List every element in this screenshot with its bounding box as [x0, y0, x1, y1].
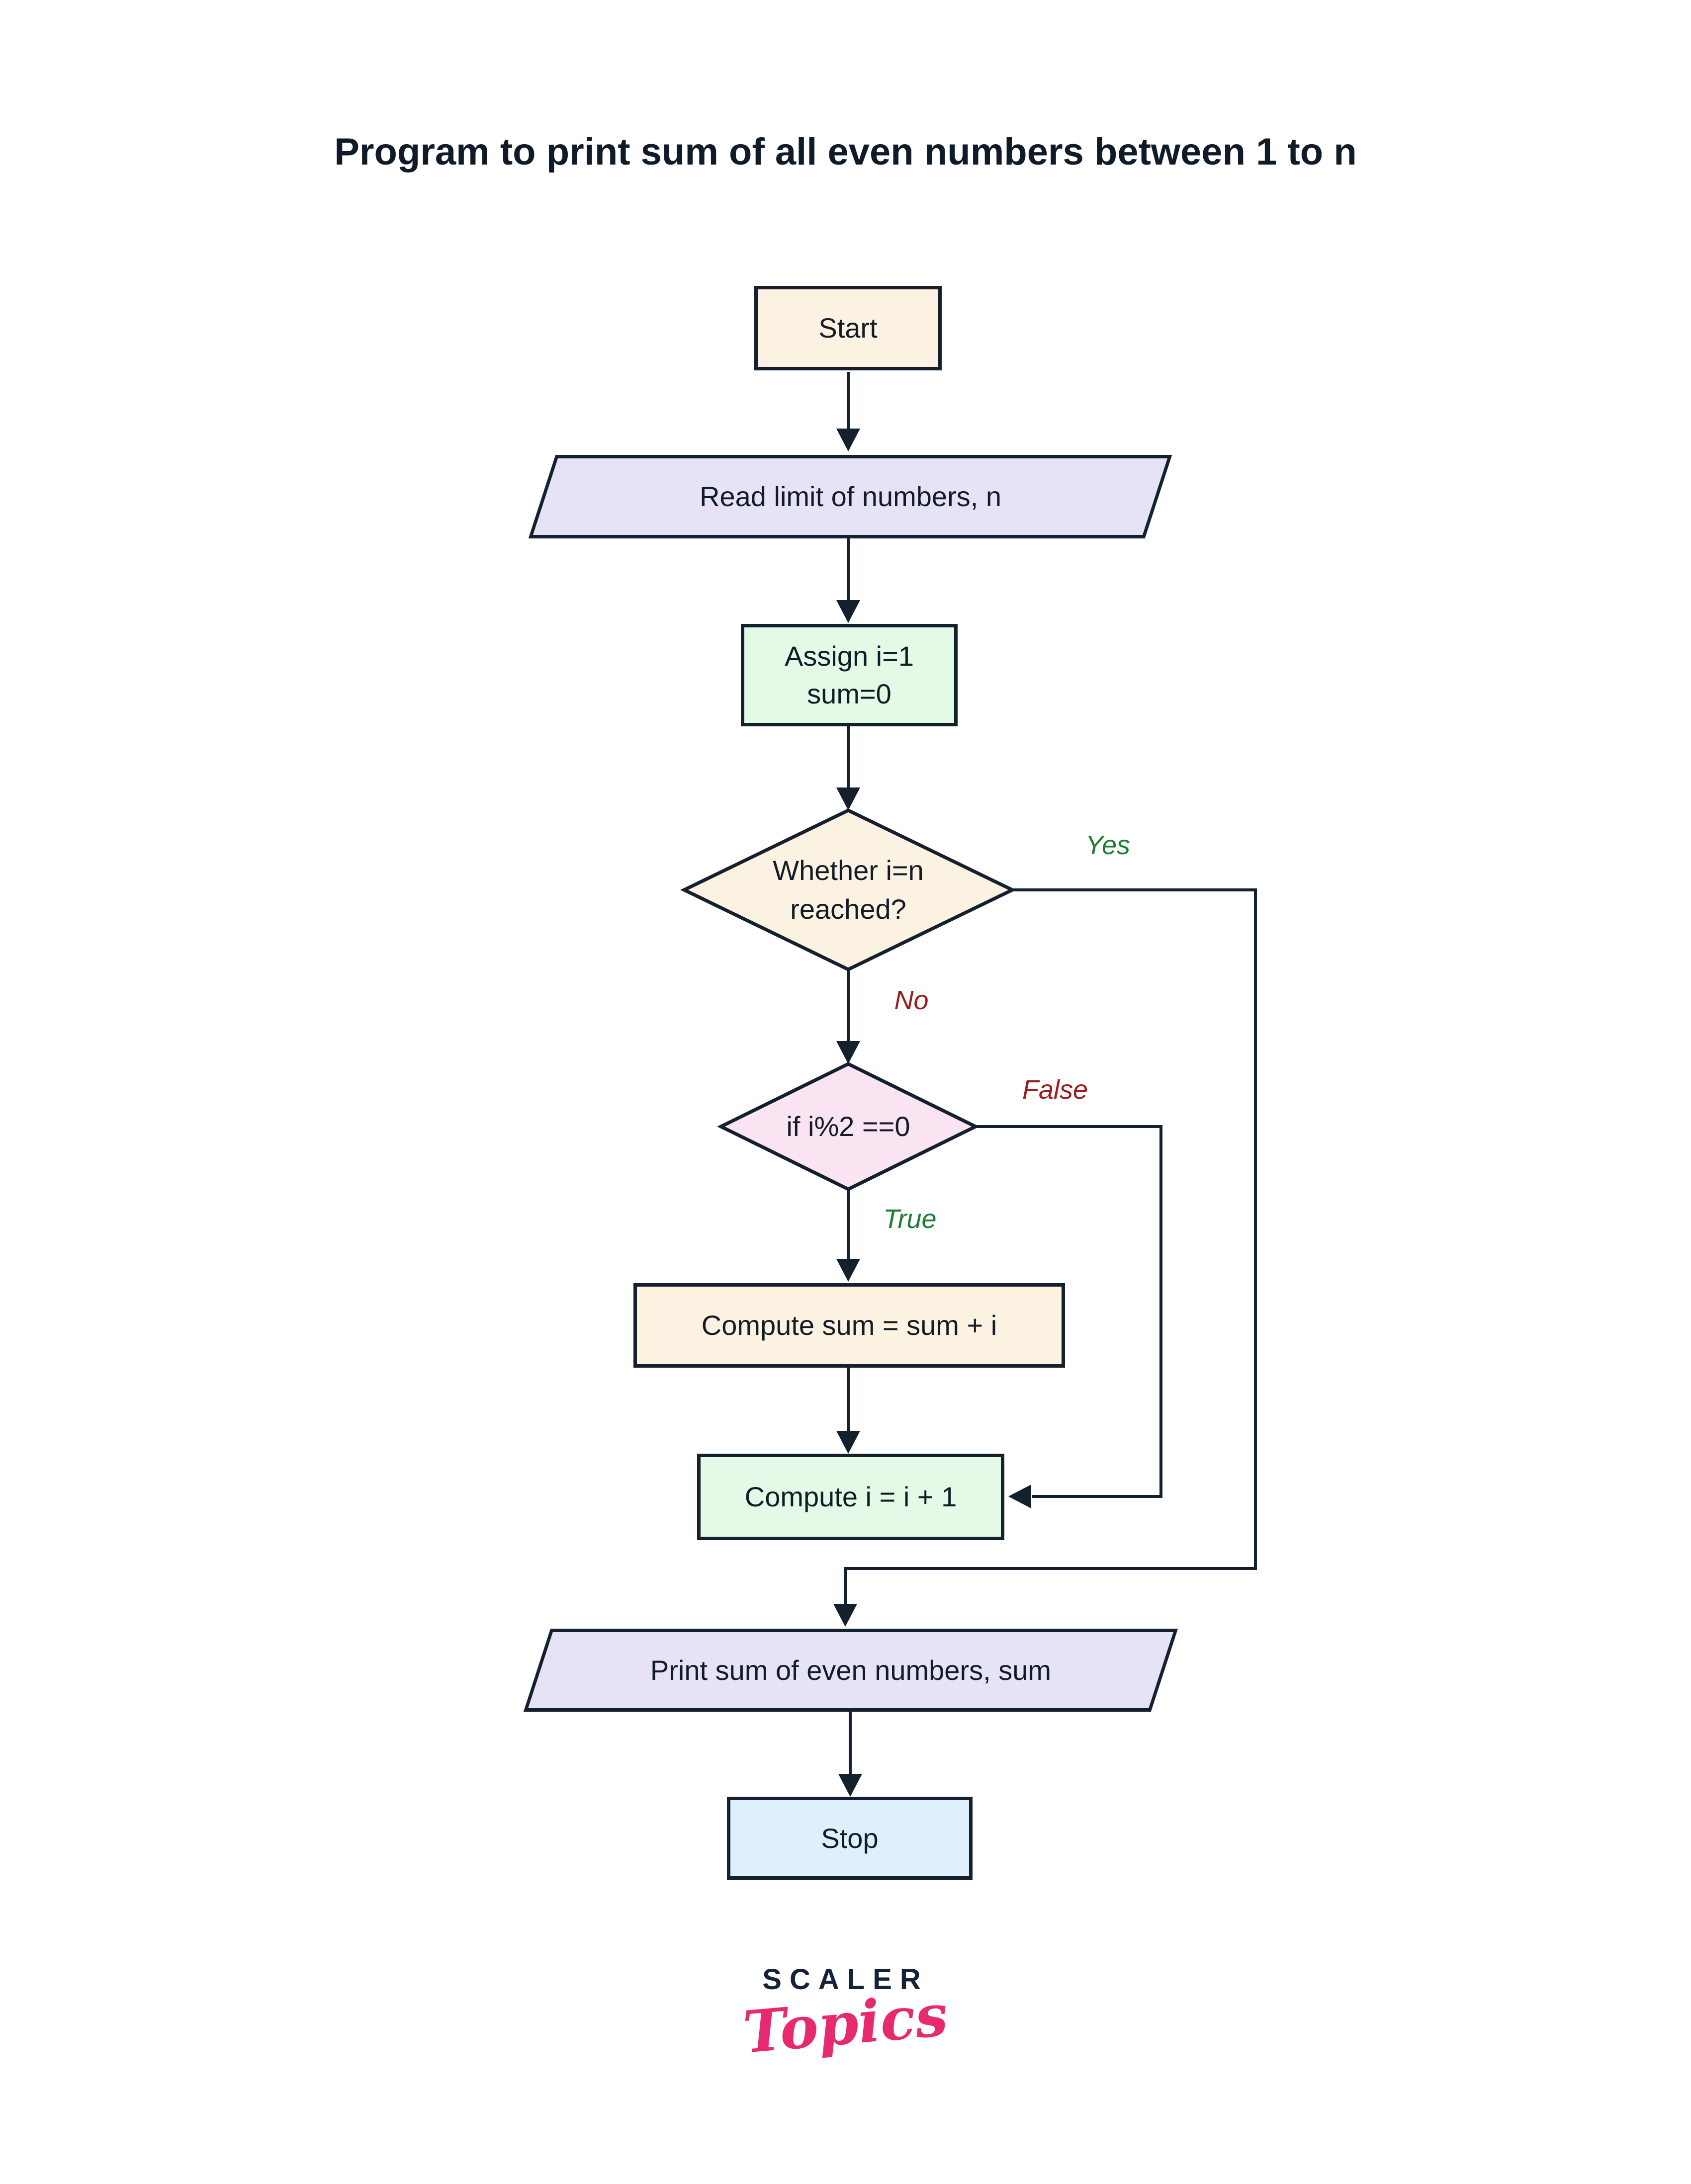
- node-compute-sum: Compute sum = sum + i: [633, 1283, 1065, 1368]
- node-assign-line1: Assign i=1: [785, 640, 914, 672]
- node-stop: Stop: [727, 1797, 973, 1880]
- edge-label-yes: Yes: [1085, 830, 1131, 860]
- arrowhead: [838, 1774, 862, 1797]
- arrowhead: [836, 1041, 860, 1064]
- node-compute-i-label: Compute i = i + 1: [744, 1481, 957, 1513]
- edge-label-no: No: [894, 985, 929, 1015]
- node-assign-line2: sum=0: [807, 678, 891, 709]
- node-stop-label: Stop: [821, 1822, 879, 1854]
- arrowhead: [836, 429, 860, 451]
- decision1-diamond: [680, 808, 1017, 971]
- arrowhead: [836, 1431, 860, 1454]
- arrowhead: [836, 787, 860, 810]
- node-print-sum: Print sum of even numbers, sum: [523, 1629, 1178, 1712]
- scaler-topics-logo: SCALER Topics: [0, 1963, 1691, 2067]
- node-start: Start: [754, 286, 942, 370]
- edge-label-false: False: [1022, 1075, 1088, 1105]
- logo-brand-text: SCALER: [762, 1963, 929, 1996]
- arrowhead: [836, 600, 860, 623]
- arrowhead: [833, 1604, 857, 1627]
- node-assign: Assign i=1 sum=0: [741, 624, 958, 726]
- node-compute-sum-label: Compute sum = sum + i: [701, 1310, 997, 1341]
- decision2-diamond: [717, 1062, 979, 1191]
- node-compute-i: Compute i = i + 1: [697, 1454, 1004, 1540]
- arrowhead: [836, 1259, 860, 1282]
- edge-label-true: True: [883, 1204, 937, 1234]
- arrowhead: [1008, 1485, 1031, 1508]
- edge-decision2-false: [976, 1125, 1162, 1498]
- node-read-input-label: Read limit of numbers, n: [699, 481, 1001, 513]
- node-read-input: Read limit of numbers, n: [528, 455, 1172, 538]
- node-start-label: Start: [818, 312, 878, 344]
- edge-decision1-yes: [844, 888, 1257, 1606]
- node-assign-label: Assign i=1 sum=0: [785, 637, 914, 712]
- page-title: Program to print sum of all even numbers…: [334, 131, 1357, 173]
- node-print-sum-label: Print sum of even numbers, sum: [650, 1654, 1052, 1686]
